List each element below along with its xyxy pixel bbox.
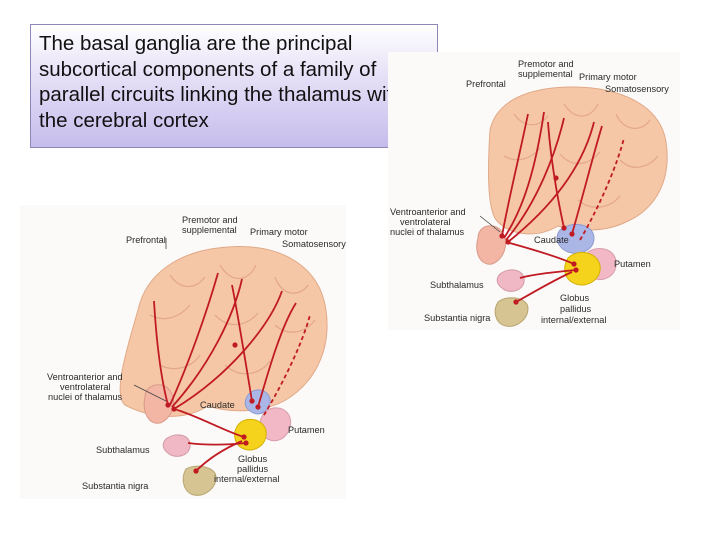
label-substantia-nigra: Substantia nigra xyxy=(82,481,149,491)
slide-title: The basal ganglia are the principal subc… xyxy=(39,32,404,132)
leader-lines xyxy=(133,238,167,402)
label-supplemental: supplemental xyxy=(182,225,237,235)
label-internal-external: internal/external xyxy=(541,315,606,325)
putamen-shape xyxy=(259,407,292,442)
label-putamen: Putamen xyxy=(288,425,325,435)
subthalamus-shape xyxy=(496,269,525,292)
label-pallidus: pallidus xyxy=(237,464,269,474)
brain-sulci xyxy=(149,264,316,375)
label-premotor: Premotor and xyxy=(518,59,574,69)
label-primary-motor: Primary motor xyxy=(250,227,308,237)
pathway-arrows xyxy=(501,111,625,303)
basal-ganglia-diagram-left: Premotor and supplemental Primary motor … xyxy=(20,205,346,499)
substantia-nigra-shape xyxy=(494,297,529,327)
label-ventro-1: Ventroanterior and xyxy=(390,207,466,217)
label-caudate: Caudate xyxy=(200,400,235,410)
label-pallidus: pallidus xyxy=(560,304,592,314)
label-subthalamus: Subthalamus xyxy=(430,280,484,290)
pathway-dots xyxy=(165,342,261,474)
label-ventro-1: Ventroanterior and xyxy=(47,372,123,382)
label-substantia-nigra: Substantia nigra xyxy=(424,313,491,323)
label-prefrontal: Prefrontal xyxy=(126,235,166,245)
label-supplemental: supplemental xyxy=(518,69,573,79)
pathway-dots xyxy=(499,175,579,305)
label-ventro-3: nuclei of thalamus xyxy=(48,392,122,402)
brain-sulci xyxy=(503,103,659,208)
label-prefrontal: Prefrontal xyxy=(466,79,506,89)
leader-lines xyxy=(479,215,501,233)
label-caudate: Caudate xyxy=(534,235,569,245)
title-box: The basal ganglia are the principal subc… xyxy=(30,24,438,148)
label-ventro-2: ventrolateral xyxy=(400,217,451,227)
globus-pallidus-shape xyxy=(234,418,267,451)
label-primary-motor: Primary motor xyxy=(579,72,637,82)
label-somatosensory: Somatosensory xyxy=(282,239,346,249)
label-subthalamus: Subthalamus xyxy=(96,445,150,455)
globus-pallidus-shape xyxy=(564,251,601,286)
label-globus: Globus xyxy=(238,454,268,464)
substantia-nigra-shape xyxy=(182,465,217,496)
label-putamen: Putamen xyxy=(614,259,651,269)
pathway-arrows xyxy=(153,272,311,472)
label-premotor: Premotor and xyxy=(182,215,238,225)
label-ventro-2: ventrolateral xyxy=(60,382,111,392)
label-internal-external: internal/external xyxy=(214,474,279,484)
label-somatosensory: Somatosensory xyxy=(605,84,669,94)
basal-ganglia-diagram-right: Premotor and supplemental Primary motor … xyxy=(388,52,680,330)
thalamus-shape xyxy=(476,225,507,265)
label-globus: Globus xyxy=(560,293,590,303)
subthalamus-shape xyxy=(162,434,191,457)
label-ventro-3: nuclei of thalamus xyxy=(390,227,464,237)
